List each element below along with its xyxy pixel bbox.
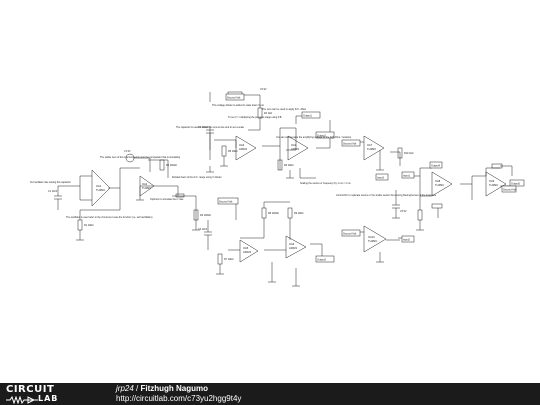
opamp-ref: OA2: [142, 182, 148, 186]
opamp-ref: OA5: [243, 246, 249, 250]
project-url[interactable]: http://circuitlab.com/c73yu2hgg9t4y: [116, 394, 242, 403]
component-value: C3 10nF: [198, 228, 208, 231]
net-label: Input1: [403, 175, 411, 178]
annotation: You can compensate the amplifying voltag…: [276, 136, 352, 139]
logo-text-bottom: LAB: [38, 394, 59, 403]
net-label: Output1: [303, 115, 313, 118]
net-label-box: [315, 255, 335, 263]
opamp-ref: OA1: [96, 184, 102, 188]
net-label-box: [341, 139, 361, 147]
net-label: Second Volt: [343, 143, 357, 146]
footer-bar: CIRCUIT LAB jrp24 / Fitzhugh Nagumo http…: [0, 383, 540, 405]
net-label: Input2: [403, 239, 411, 242]
opamp-ref: OA7: [367, 143, 373, 147]
net-label-box: [225, 93, 245, 101]
circuitlab-logo[interactable]: CIRCUIT LAB: [6, 384, 106, 404]
annotation: The zero can be used to apply D.C. offse…: [262, 108, 306, 111]
component-value: V2 9V: [260, 88, 267, 91]
annotation: Optimum to simulate the rc rate: [150, 198, 184, 201]
component-value: R3 100kΩ: [200, 214, 211, 217]
net-label-box: [401, 235, 415, 243]
annotation: Scaling the source or frequency by 1 ms …: [300, 182, 351, 185]
component-value: R9 10kΩ: [294, 212, 304, 215]
net-label-box: [375, 173, 389, 181]
net-label-box: [501, 185, 517, 193]
opamp-part: TL082C: [435, 183, 444, 187]
net-label: Second Volt: [219, 201, 233, 204]
component-value: R8 100kΩ: [268, 212, 279, 215]
net-label: Second Volt: [503, 189, 517, 192]
opamp-part: AD633: [291, 147, 299, 151]
net-label: Output3: [317, 259, 327, 262]
annotation: This voltage divider is added to scale d…: [212, 104, 264, 107]
component-value: R5 10kΩ: [228, 150, 238, 153]
annotation: Divided down of the D.C. range using V d…: [172, 176, 222, 179]
component-value: R2 100kΩ: [166, 164, 177, 167]
net-label: Output4: [431, 165, 441, 168]
opamp-ref: OA8: [435, 179, 441, 183]
opamp-part: AD633: [243, 250, 251, 254]
opamp-part: TL082C: [368, 239, 377, 243]
net-label: Second Volt: [343, 233, 357, 236]
component-value: R10 1kΩ: [404, 152, 414, 155]
logo-text-top: CIRCUIT: [6, 384, 55, 395]
project-name[interactable]: Fitzhugh Nagumo: [140, 384, 209, 393]
annotation: The stable zero of this interconnection …: [100, 156, 181, 159]
component-value: C2 100nF: [198, 126, 209, 129]
net-label-box: [341, 229, 361, 237]
annotation: 3rd oscillator rate setting this capacit…: [30, 181, 71, 184]
schematic-canvas: Second Volt Output1 Output2 Second Volt …: [30, 88, 525, 287]
net-label-box: [315, 131, 335, 139]
component-value: R7 10kΩ: [224, 258, 234, 261]
author-link[interactable]: jrp24: [116, 384, 134, 393]
component-value: C1 10nF: [48, 190, 58, 193]
annotation: The oscillator is used refer to the circ…: [66, 216, 153, 219]
opamp-part: AD633: [239, 147, 247, 151]
title-separator: /: [133, 384, 141, 393]
net-label: Input3: [377, 177, 385, 180]
opamp-part: AD633: [289, 246, 297, 250]
net-label-box: [217, 197, 239, 205]
opamp-part: TL082C: [142, 186, 151, 190]
opamp-ref: OA4: [291, 143, 297, 147]
net-label-box: [301, 111, 321, 119]
net-label: Output5: [511, 183, 521, 186]
opamp-ref: OA9: [489, 179, 495, 183]
annotation: Control DC to replicate source or the vi…: [336, 194, 437, 197]
net-label: Output2: [317, 135, 327, 138]
annotation: The capacitor is used to move the zero-t…: [176, 126, 245, 129]
opamp-ref: OA10: [368, 235, 375, 239]
net-label-box: [401, 171, 415, 179]
project-title: jrp24 / Fitzhugh Nagumo: [116, 384, 208, 393]
component-value: V1 5V: [124, 150, 131, 153]
opamp-part: TL082C: [367, 147, 376, 151]
net-label-box: [509, 179, 525, 187]
opamp-part: TL082C: [489, 183, 498, 187]
component-value: R4 1kΩ: [264, 112, 272, 115]
net-label-box: [429, 161, 443, 169]
component-value: V3 9V: [400, 210, 407, 213]
opamp-ref: OA6: [289, 242, 295, 246]
component-value: R1 10kΩ: [84, 224, 94, 227]
annotation: To set V = multiplying the previous stag…: [228, 116, 282, 119]
opamp-part: TL082C: [96, 188, 105, 192]
net-label: Second Volt: [227, 97, 241, 100]
opamp-ref: OA3: [239, 143, 245, 147]
component-value: R6 10kΩ: [284, 164, 294, 167]
logo-wave-icon: [6, 396, 38, 404]
